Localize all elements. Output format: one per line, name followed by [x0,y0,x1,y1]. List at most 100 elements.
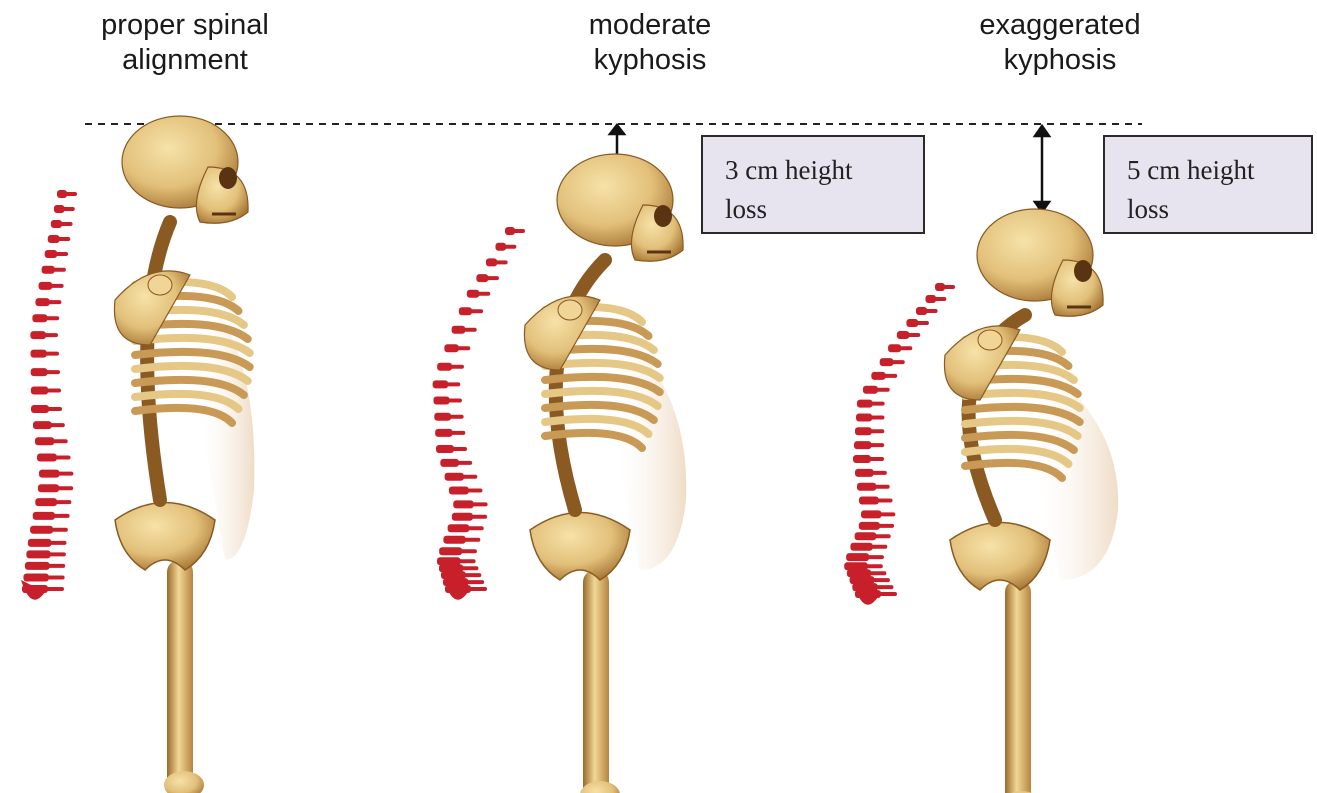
spine-exaggerated [844,283,955,605]
vertebra-process [495,260,507,264]
femur [1005,580,1031,793]
vertebra [452,326,466,334]
vertebra [26,550,50,558]
vertebra-process [51,528,68,532]
vertebra [25,562,50,570]
shoulder-joint [148,275,172,295]
spinal-column [147,222,170,500]
vertebra [38,484,59,492]
vertebra [23,573,48,581]
vertebra [850,543,872,551]
vertebra [33,512,55,520]
vertebra-process [49,552,66,556]
eye-socket [654,205,672,227]
vertebra-process [869,571,886,575]
vertebra [857,483,876,491]
vertebra [437,557,461,565]
vertebra-process [55,455,71,459]
vertebra [443,536,465,544]
vertebra-process [55,500,71,504]
height-loss-arrow-5cm [1035,126,1049,212]
vertebra-process [48,564,66,568]
vertebra [35,437,54,445]
vertebra-process [47,407,62,411]
vertebra-process [52,439,67,443]
vertebra [448,524,470,532]
vertebra-process [55,252,68,256]
vertebra-process [899,346,912,350]
vertebra-process [45,370,60,374]
vertebra-process [869,443,884,447]
vertebra-process [448,399,462,403]
vertebra [433,380,449,388]
vertebra-process [477,292,490,296]
femur [583,570,609,793]
vertebra-process [46,587,64,591]
vertebra-process [870,415,884,419]
eye-socket [1074,260,1092,282]
vertebra-process [65,192,77,196]
vertebra-process [464,573,482,577]
vertebra-process [934,297,946,301]
vertebra-process [879,512,895,516]
vertebra [880,358,894,366]
vertebra [37,453,57,461]
vertebra-process [46,389,61,393]
vertebra [856,413,872,421]
vertebra-process [472,502,488,506]
vertebra-process [457,461,472,465]
vertebra-process [463,328,476,332]
vertebra [33,421,52,429]
vertebra-process [50,423,65,427]
vertebra [439,547,462,555]
shoulder-joint [558,300,582,320]
vertebra-process [884,374,898,378]
vertebra-process [44,333,58,337]
vertebra [853,455,871,463]
vertebra-process [467,489,483,493]
vertebra-process [874,534,890,538]
pelvis [530,513,630,581]
vertebra [436,445,454,453]
vertebra [31,350,47,358]
vertebra [857,400,873,408]
vertebra [846,553,869,561]
vertebra-process [925,309,937,313]
vertebra-process [470,309,483,313]
vertebra-process [504,245,516,249]
vertebra [855,427,872,435]
vertebra-process [461,566,478,570]
vertebra-process [871,402,885,406]
vertebra-process [53,268,66,272]
vertebra-process [464,538,481,542]
vertebra [39,282,53,290]
skeleton-moderate [524,154,686,793]
height-loss-label-5cm: 5 cm height loss [1103,135,1313,234]
vertebra-process [486,276,499,280]
vertebra [444,344,458,352]
vertebra-process [58,237,71,241]
vertebra-process [471,515,487,519]
vertebra-process [449,415,464,419]
vertebra-process [467,526,483,530]
vertebra [854,441,871,449]
height-loss-label-3cm: 3 cm height loss [701,135,925,234]
vertebra [855,469,874,477]
vertebra-process [867,555,884,559]
vertebra-process [45,316,59,320]
vertebra [35,298,49,306]
vertebra [441,571,466,579]
vertebra [30,526,53,534]
vertebra [433,397,449,405]
vertebra-process [870,429,885,433]
vertebra [439,564,463,572]
vertebra [855,532,877,540]
vertebra-process [63,207,75,211]
vertebra [452,513,473,521]
femur [167,560,193,790]
pelvis [950,523,1050,591]
vertebra [437,363,452,371]
spine-moderate [433,227,525,600]
vertebra [440,459,459,467]
vertebra-process [879,592,897,596]
